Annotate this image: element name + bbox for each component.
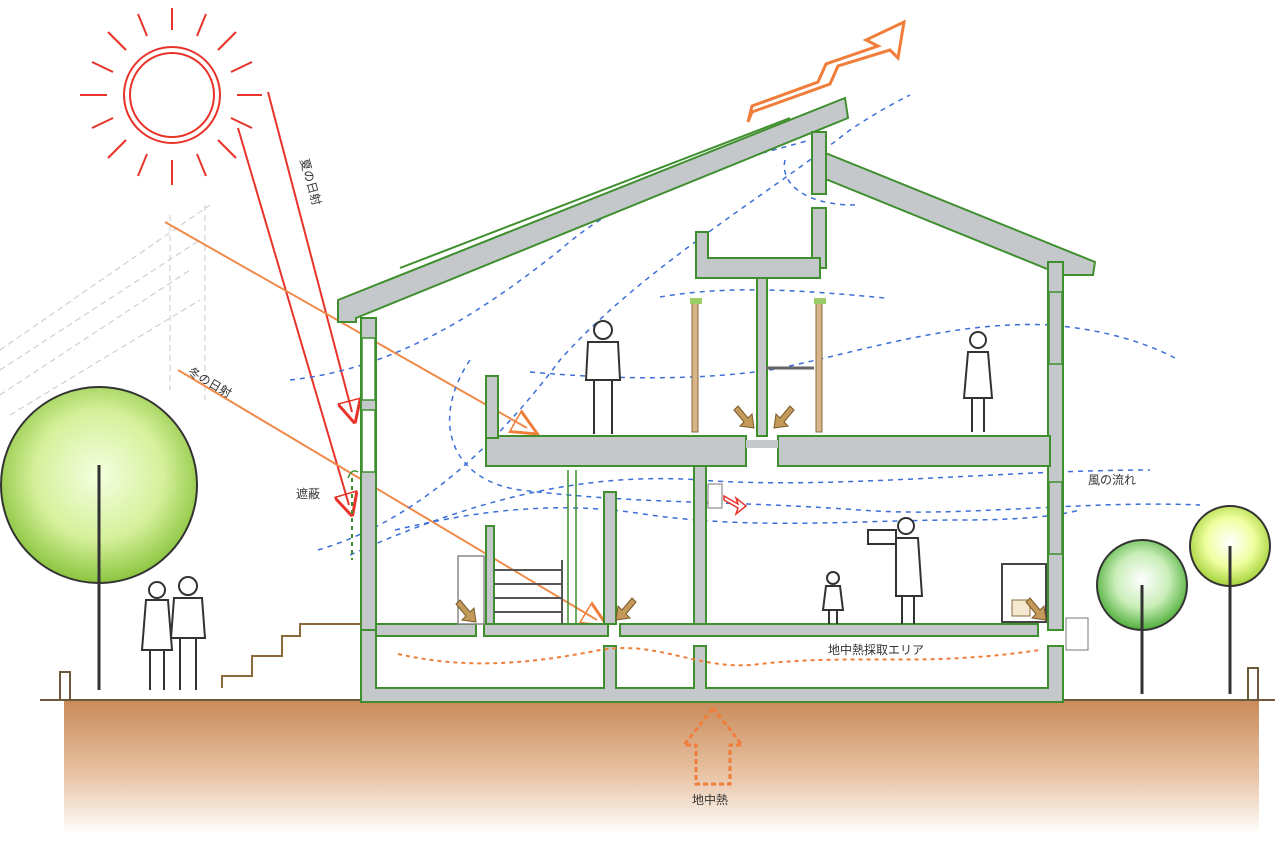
shading-label: 遮蔽 (296, 486, 320, 501)
person-icon (867, 517, 924, 624)
ground (40, 667, 1275, 835)
winter-sun-rays (164, 221, 597, 620)
exterior-steps (221, 623, 361, 688)
tree-icon (1189, 505, 1271, 694)
airflow-arrows (455, 405, 1047, 623)
geothermal-heat-label: 地中熱 (692, 792, 728, 807)
person-icon (821, 571, 845, 624)
person-icon (962, 331, 994, 432)
shade-hatch-lines (0, 204, 211, 416)
summer-sun-label: 夏の日射 (297, 157, 325, 207)
person-icon (584, 320, 622, 434)
hot-air-exhaust-arrow (746, 19, 906, 123)
wind-flow-label: 風の流れ (1088, 473, 1136, 487)
geothermal-heat-arrow (680, 705, 746, 786)
tree-icon (0, 386, 198, 690)
geothermal-area-label: 地中熱採取エリア (828, 642, 924, 657)
person-icon (140, 576, 207, 690)
tree-icon (1096, 539, 1188, 694)
summer-sun-rays (237, 91, 352, 505)
shading-element (347, 470, 359, 560)
winter-sun-label: 冬の日射 (186, 364, 235, 401)
geothermal-flow-line (397, 647, 1041, 667)
sun-icon (80, 8, 262, 185)
house-section (337, 96, 1097, 703)
